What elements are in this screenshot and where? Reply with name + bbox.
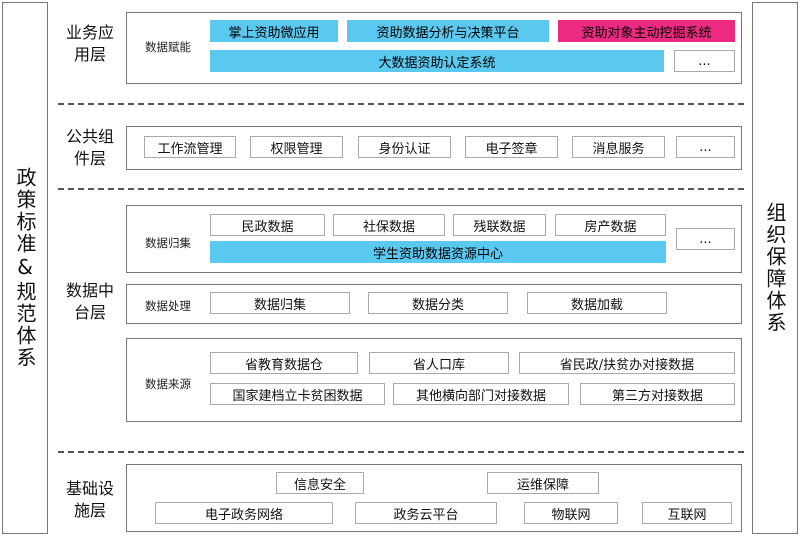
ops-assurance-box: 运维保障 <box>487 472 599 494</box>
data-process-label: 数据处理 <box>145 299 191 313</box>
message-service-box: 消息服务 <box>572 136 665 158</box>
e-signature-box: 电子签章 <box>465 136 558 158</box>
collect-more-box: ... <box>676 228 735 250</box>
infrastructure-layer-label: 基础设 施层 <box>65 479 114 520</box>
data-source-label: 数据来源 <box>145 377 191 391</box>
e-gov-network-box: 电子政务网络 <box>155 502 333 524</box>
bigdata-identification-system-box: 大数据资助认定系统 <box>210 50 664 72</box>
identity-auth-box: 身份认证 <box>358 136 451 158</box>
info-security-box: 信息安全 <box>276 472 364 494</box>
process-collect-box: 数据归集 <box>210 292 350 314</box>
business-layer-label: 业务应 用层 <box>65 23 114 64</box>
provincial-education-warehouse-box: 省教育数据仓 <box>210 352 358 374</box>
resource-center-box: 学生资助数据资源中心 <box>210 241 666 263</box>
divider-2 <box>58 188 744 190</box>
divider-1 <box>58 103 744 105</box>
process-classify-box: 数据分类 <box>368 292 508 314</box>
common-more-box: ... <box>676 136 735 158</box>
data-empower-label: 数据赋能 <box>145 40 191 54</box>
real-estate-data-box: 房产数据 <box>555 214 666 236</box>
workflow-box: 工作流管理 <box>144 136 236 158</box>
organization-support-label: 组织保障体系 <box>763 202 787 334</box>
provincial-civil-poverty-data-box: 省民政/扶贫办对接数据 <box>519 352 735 374</box>
process-load-box: 数据加载 <box>527 292 667 314</box>
internet-box: 互联网 <box>642 502 732 524</box>
civil-affairs-data-box: 民政数据 <box>210 214 325 236</box>
iot-box: 物联网 <box>524 502 618 524</box>
data-middle-layer-label: 数据中 台层 <box>65 281 114 322</box>
permission-box: 权限管理 <box>250 136 343 158</box>
provincial-population-db-box: 省人口库 <box>369 352 509 374</box>
common-layer-label: 公共组 件层 <box>65 127 114 168</box>
divider-3 <box>58 451 744 453</box>
policy-standard-label: 政策标准&规范体系 <box>13 167 37 369</box>
organization-support-pillar: 组织保障体系 <box>752 2 798 534</box>
other-department-data-box: 其他横向部门对接数据 <box>393 383 569 405</box>
data-collect-label: 数据归集 <box>145 236 191 250</box>
policy-standard-pillar: 政策标准&规范体系 <box>2 2 48 534</box>
third-party-data-box: 第三方对接数据 <box>580 383 735 405</box>
social-security-data-box: 社保数据 <box>333 214 445 236</box>
analysis-decision-platform-box: 资助数据分析与决策平台 <box>347 20 549 42</box>
business-more-box: ... <box>674 50 735 72</box>
national-poverty-record-data-box: 国家建档立卡贫困数据 <box>210 383 385 405</box>
mobile-micro-app-box: 掌上资助微应用 <box>210 20 338 42</box>
disabled-federation-data-box: 残联数据 <box>453 214 546 236</box>
active-mining-system-box: 资助对象主动挖掘系统 <box>558 20 735 42</box>
gov-cloud-platform-box: 政务云平台 <box>355 502 497 524</box>
data-source-panel <box>126 338 742 422</box>
